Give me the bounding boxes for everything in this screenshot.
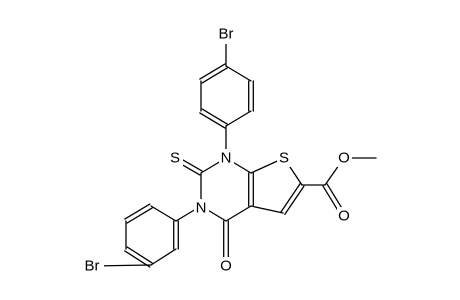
bond-ring-bottom-2 <box>150 248 177 266</box>
bond-ring-bottom-5-second <box>124 203 151 220</box>
bond-c4-c4a <box>225 205 252 222</box>
atom-o-keto: O <box>219 257 234 275</box>
bond-ring-top-4 <box>201 108 228 125</box>
bond-ring-top-3 <box>225 110 252 127</box>
bond-ring-top-4-second <box>199 112 226 129</box>
atom-s-thiophene: S <box>277 149 292 167</box>
atom-o-ester-methoxy-label: O <box>338 150 350 167</box>
bond-ring-bottom-5 <box>126 207 153 224</box>
atom-o-ester-methoxy: O <box>337 149 352 167</box>
atom-o-ester-carbonyl: O <box>337 207 352 225</box>
atom-br-top: Br <box>214 24 238 44</box>
atom-n3: N <box>194 199 209 217</box>
bond-ring-bottom-6 <box>150 205 177 222</box>
atom-br-bottom-label: Br <box>85 258 100 275</box>
atom-s-thione: S <box>168 149 183 167</box>
atom-n1-label: N <box>221 150 232 167</box>
bond-ring-bottom-3-second <box>124 250 151 268</box>
atom-o-ester-carbonyl-label: O <box>338 208 350 225</box>
bond-ring-bottom-3 <box>126 246 153 264</box>
atom-n3-label: N <box>196 200 207 217</box>
atom-n1: N <box>219 149 234 167</box>
bond-ring-top-6-second <box>199 63 226 80</box>
atom-br-bottom: Br <box>80 257 104 277</box>
bond-c5-c4a <box>250 205 284 214</box>
atom-s-thiophene-label: S <box>279 150 289 167</box>
bond-c6-c5 <box>280 183 301 213</box>
bond-c6-c5-second <box>284 185 305 215</box>
bond-ring-top-1 <box>225 65 252 82</box>
atom-o-keto-label: O <box>220 258 232 275</box>
atom-br-top-label: Br <box>219 26 234 43</box>
bond-ring-top-6 <box>201 67 228 84</box>
atom-s-thione-label: S <box>170 150 180 167</box>
atom-label-layer: Br N S S N O O O <box>80 24 352 277</box>
